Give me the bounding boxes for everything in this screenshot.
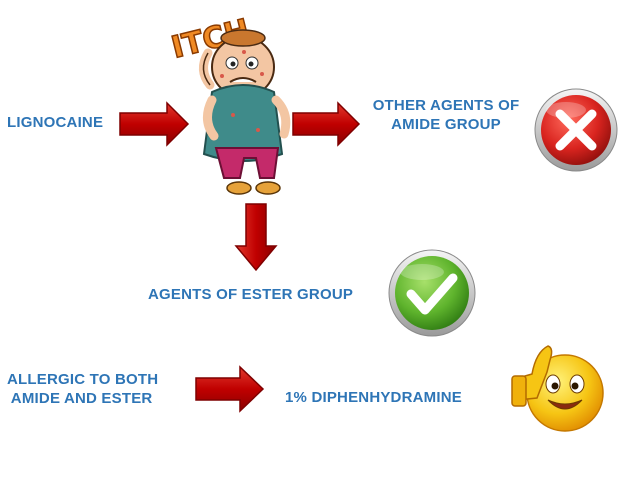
lignocaine-label: LIGNOCAINE — [7, 114, 104, 131]
green-check-icon — [388, 249, 476, 337]
node-allergic-both: ALLERGIC TO BOTH AMIDE AND ESTER — [7, 370, 158, 408]
other-amide-line-2: AMIDE GROUP — [391, 116, 501, 133]
arrow-lignocaine-to-cartoon — [119, 101, 190, 147]
itching-cartoon-man-icon: ITCH — [167, 12, 291, 195]
node-diphenhydramine: 1% DIPHENHYDRAMINE — [285, 388, 462, 407]
node-other-amide-agents: OTHER AGENTS OF AMIDE GROUP — [355, 96, 537, 134]
allergic-line-2: AMIDE AND ESTER — [7, 390, 153, 407]
other-amide-line-1: OTHER AGENTS OF — [372, 97, 520, 114]
red-x-icon — [534, 88, 618, 172]
allergic-line-1: ALLERGIC TO BOTH — [7, 371, 159, 388]
node-lignocaine: LIGNOCAINE — [7, 113, 103, 132]
arrow-allergic-to-diphenhydramine — [195, 365, 265, 413]
thumbs-up-smiley-icon — [511, 345, 604, 432]
arrow-cartoon-to-other-amide — [292, 101, 361, 147]
node-ester-group: AGENTS OF ESTER GROUP — [148, 285, 353, 304]
arrow-cartoon-to-ester-group — [234, 203, 278, 272]
ester-group-label: AGENTS OF ESTER GROUP — [148, 286, 354, 303]
diphenhydramine-label: 1% DIPHENHYDRAMINE — [285, 389, 462, 406]
